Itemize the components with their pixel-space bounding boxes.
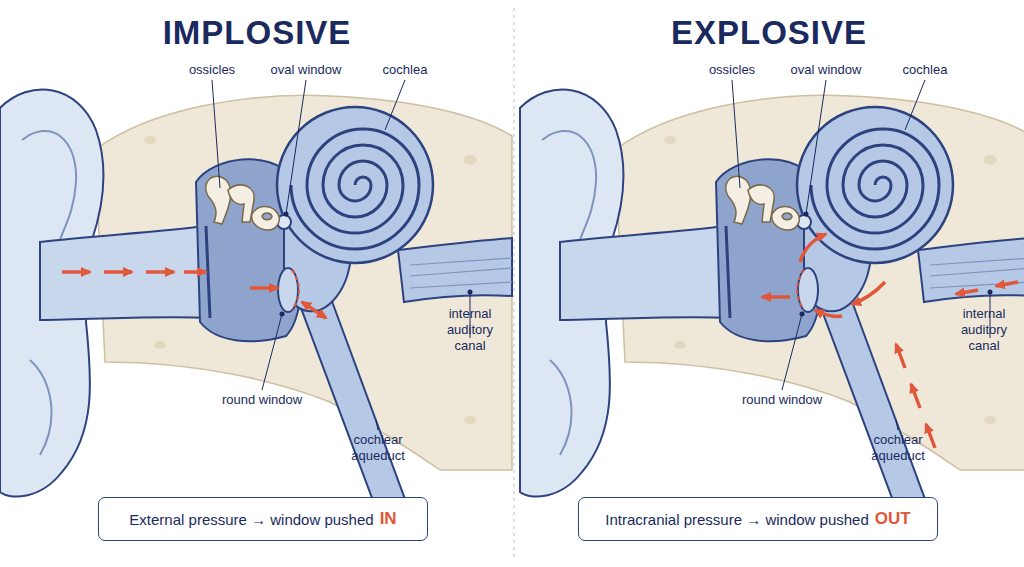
part-label: cochlea	[903, 62, 948, 78]
pressure-arrow	[996, 282, 1018, 286]
part-label: oval window	[271, 62, 342, 78]
pressure-arrow	[896, 344, 905, 368]
part-label: internal auditory canal	[945, 306, 1023, 354]
part-label: internal auditory canal	[430, 306, 510, 354]
pressure-arrow	[852, 282, 885, 304]
pressure-arrow	[926, 424, 935, 448]
part-label: ossicles	[189, 62, 235, 78]
part-label: round window	[222, 392, 302, 408]
panel-heading: EXPLOSIVE	[671, 14, 867, 52]
part-label: cochlea	[383, 62, 428, 78]
pressure-arrow	[762, 295, 790, 299]
pressure-arrows	[62, 270, 326, 318]
caption-box: Intracranial pressure → window pushed OUT	[578, 497, 938, 541]
caption-box: External pressure → window pushed IN	[98, 497, 428, 541]
highlight-word: OUT	[875, 509, 911, 529]
window-bulge	[797, 270, 804, 310]
pressure-arrow	[146, 270, 174, 274]
highlight-word: IN	[380, 509, 397, 529]
pressure-arrow	[956, 290, 978, 294]
window-bulge	[292, 270, 299, 310]
part-label: round window	[742, 392, 822, 408]
pressure-arrow	[104, 270, 132, 274]
pressure-arrow	[184, 270, 206, 274]
pressure-arrow	[800, 234, 826, 262]
ear-anatomy	[0, 80, 512, 538]
pressure-arrow	[62, 270, 90, 274]
pressure-arrow	[302, 302, 326, 318]
ear-anatomy	[520, 80, 1024, 538]
part-label: cochlear aqueduct	[338, 432, 418, 464]
pressure-arrow	[815, 310, 842, 316]
box-text: External pressure → window pushed	[129, 511, 373, 528]
pressure-arrow	[911, 384, 920, 408]
part-label: ossicles	[709, 62, 755, 78]
panel-heading: IMPLOSIVE	[163, 14, 352, 52]
pressure-arrow	[250, 286, 278, 290]
box-text: Intracranial pressure → window pushed	[605, 511, 868, 528]
panel-divider	[514, 8, 515, 560]
part-label: oval window	[791, 62, 862, 78]
part-label: cochlear aqueduct	[858, 432, 938, 464]
